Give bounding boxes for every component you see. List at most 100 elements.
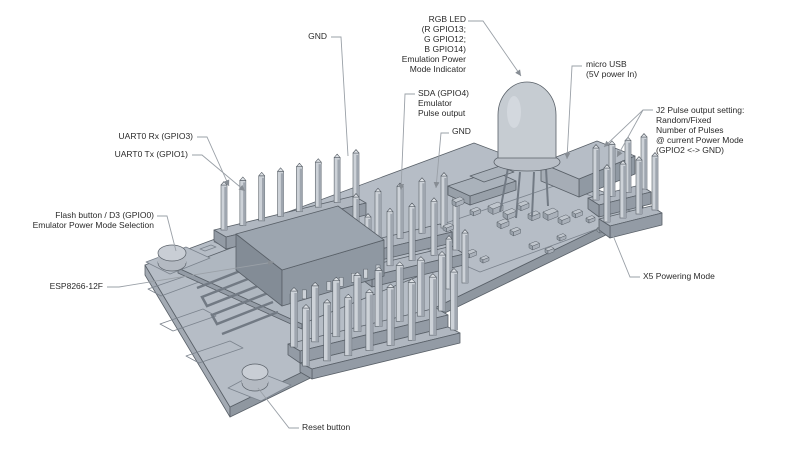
pin-tip — [365, 288, 374, 293]
pin-tip — [429, 273, 437, 278]
pin — [386, 283, 395, 346]
pin-shaft-shade — [262, 177, 265, 221]
pin — [651, 152, 659, 211]
pin-shaft-shade — [315, 287, 319, 342]
esp-shield — [235, 205, 385, 307]
reset-button-top — [241, 363, 269, 381]
leader-gnd-mid — [433, 132, 449, 189]
smd-top — [527, 210, 541, 217]
smd-component — [465, 248, 477, 259]
led-dome — [497, 81, 557, 159]
pin-tip — [461, 229, 469, 234]
smd-top — [469, 206, 481, 213]
label-j2-pulse: J2 Pulse output setting: Random/Fixed Nu… — [656, 105, 745, 155]
pin-shaft-shade — [644, 139, 647, 189]
pin-shaft-shade — [454, 274, 458, 330]
pin — [635, 156, 643, 215]
smd-component — [496, 218, 510, 230]
label-flash-button: Flash button / D3 (GPIO0) Emulator Power… — [32, 210, 154, 230]
pin-tip — [364, 213, 372, 218]
pin-shaft-shade — [337, 159, 341, 203]
pin-tip — [603, 164, 611, 169]
pin-shaft-shade — [465, 235, 468, 283]
label-micro-usb: micro USB (5V power In) — [586, 59, 638, 79]
pin-shaft-shade — [327, 304, 331, 361]
pin-tip — [418, 177, 426, 182]
pin — [386, 207, 394, 267]
pin — [333, 153, 341, 203]
header-block-side — [213, 229, 227, 250]
leader-rgb-led — [468, 20, 522, 77]
pin-tip — [296, 162, 303, 168]
pin-tip — [374, 266, 383, 271]
silkscreen-outline — [159, 308, 217, 332]
smd-component — [557, 214, 571, 226]
module-castellation-pin — [302, 289, 307, 300]
header-block-side — [299, 362, 313, 380]
label-reset-button: Reset button — [302, 422, 351, 432]
pin-shaft-shade — [280, 173, 284, 217]
pin-shaft-shade — [294, 293, 298, 347]
label-gnd-top: GND — [308, 31, 327, 41]
pin-tip — [386, 283, 395, 288]
leader-lines — [107, 20, 653, 429]
pin-tip — [619, 160, 627, 165]
pin-shaft-shade — [434, 203, 437, 256]
pin-tip — [386, 207, 394, 213]
reset-button — [227, 363, 292, 402]
pin-tip — [608, 140, 616, 145]
smd-top — [528, 240, 540, 247]
pin-shaft-shade — [369, 294, 373, 351]
smd-top — [516, 200, 530, 207]
pin-shaft-shade — [318, 164, 322, 208]
pin-shaft-shade — [412, 208, 415, 261]
pin-shaft-shade — [596, 150, 599, 200]
pin-shaft-shade — [612, 146, 615, 197]
smd-component — [585, 215, 596, 224]
module-castellation-pin — [326, 281, 332, 291]
pin-shaft-shade — [412, 284, 416, 341]
smd-top — [585, 215, 596, 221]
header-block-side — [587, 197, 600, 218]
smd-component — [528, 240, 540, 251]
smd-component — [527, 210, 541, 222]
label-x5-powering: X5 Powering Mode — [643, 271, 715, 281]
smd-top — [509, 226, 521, 233]
smd-component — [544, 246, 555, 255]
shield-top-face — [235, 205, 385, 271]
pin-shaft-shade — [655, 158, 658, 210]
pin-tip — [352, 149, 360, 154]
pin — [296, 162, 303, 213]
pin — [290, 287, 298, 348]
pin — [323, 299, 331, 362]
pin — [374, 266, 383, 327]
pin — [239, 176, 247, 226]
header-front — [287, 251, 461, 380]
silkscreen-outline — [199, 244, 217, 252]
smd-component — [502, 208, 517, 220]
pin-shaft-shade — [433, 279, 437, 336]
pin-shaft-shade — [336, 282, 340, 337]
pin — [395, 261, 404, 322]
label-sda: SDA (GPIO4) Emulator Pulse output — [418, 88, 470, 118]
leader-gnd-top — [331, 36, 349, 157]
ic-chip-top — [469, 165, 515, 183]
pin-tip — [302, 304, 310, 309]
pin-tip — [450, 268, 458, 273]
pin — [407, 278, 416, 341]
pin-shaft-shade — [357, 277, 361, 332]
led-leg — [545, 167, 549, 207]
smd-top — [571, 208, 583, 215]
pin — [417, 256, 425, 317]
pin-tip — [220, 181, 228, 186]
pin-tip — [323, 299, 331, 304]
pin-tip — [258, 172, 266, 177]
smd-top — [544, 246, 555, 252]
smd-top — [442, 222, 454, 229]
label-esp8266: ESP8266-12F — [49, 281, 103, 291]
header-block-side — [598, 218, 611, 239]
flash-button-top — [157, 244, 187, 262]
label-gnd-mid: GND — [452, 126, 471, 136]
